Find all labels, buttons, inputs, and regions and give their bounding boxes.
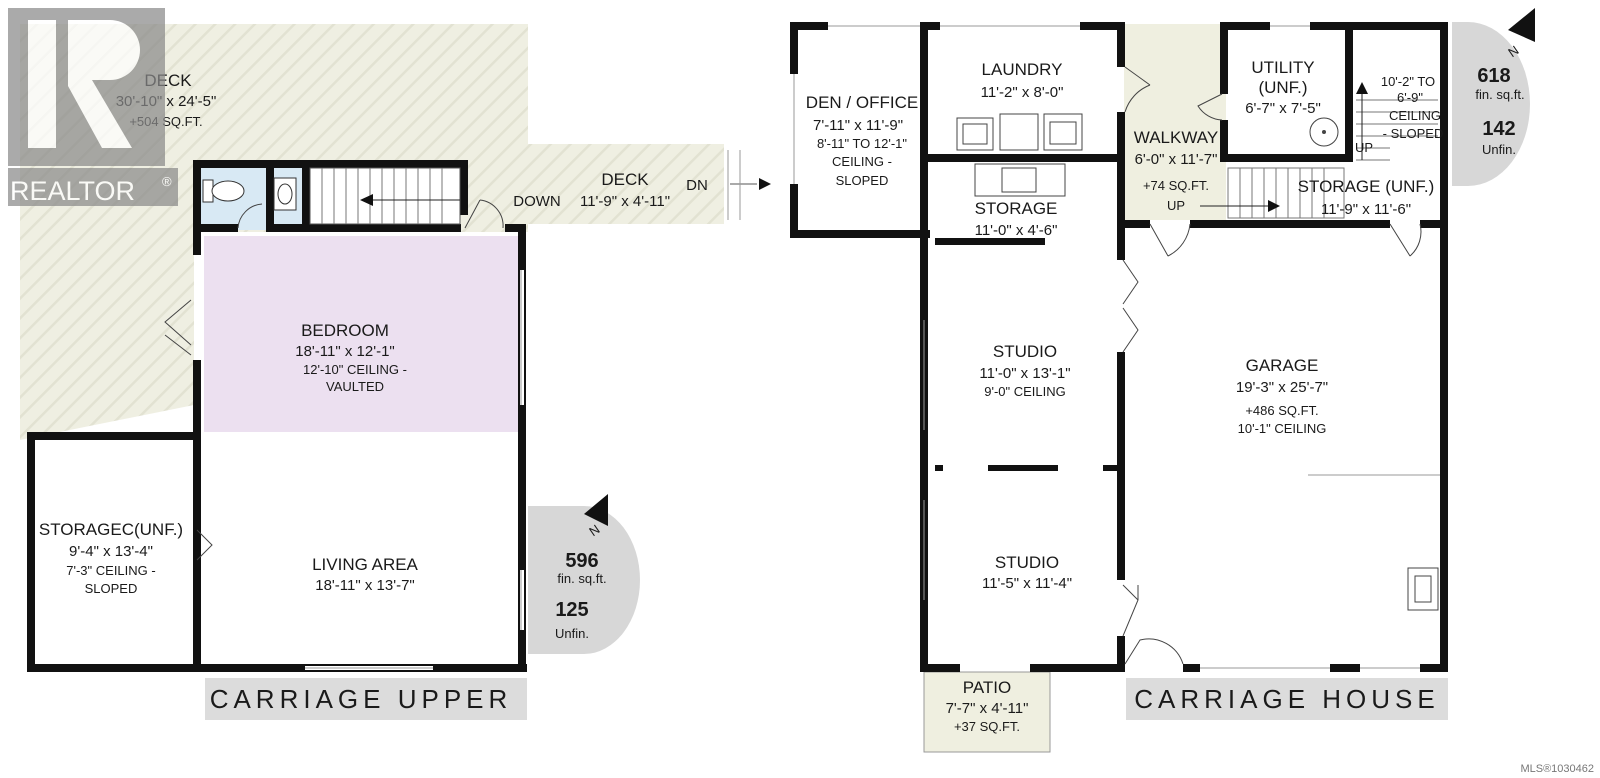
carriage-upper-plan: DECK 30'-10" x 24'-5" +504 SQ.FT. DECK 1… [20, 24, 771, 720]
carriage-house-banner [1126, 678, 1448, 720]
storage-upper-note-2: SLOPED [85, 581, 138, 596]
studio-2-dims: 11'-5" x 11'-4" [982, 575, 1072, 592]
garage-note-2: 10'-1" CEILING [1238, 421, 1327, 436]
walkway-name: WALKWAY [1134, 128, 1218, 147]
studio-1-dims: 11'-0" x 13'-1" [979, 365, 1070, 382]
storage-sink-icon [974, 163, 1066, 197]
house-doors [1122, 66, 1422, 665]
stair-note-2: 6'-9" [1397, 90, 1423, 105]
bedroom-note-2: VAULTED [326, 379, 384, 394]
laundry-appliances-icon [956, 113, 1083, 151]
deck-walk-dims: 11'-9" x 4'-11" [580, 193, 670, 210]
patio-note: +37 SQ.FT. [954, 719, 1020, 734]
mls-number: MLS®1030462 [1520, 763, 1594, 775]
den-dims: 7'-11" x 11'-9" [813, 117, 903, 134]
down-label: DOWN [513, 193, 561, 210]
laundry-dims: 11'-2" x 8'-0" [981, 84, 1064, 101]
upper-area-badge: N 596 fin. sq.ft. 125 Unfin. [528, 494, 640, 654]
walkway-dims: 6'-0" x 11'-7" [1135, 151, 1218, 168]
garage-dims: 19'-3" x 25'-7" [1236, 379, 1328, 396]
storage-unf-name: STORAGE (UNF.) [1298, 177, 1435, 196]
studio-1-name: STUDIO [993, 342, 1057, 361]
bedroom-area [204, 236, 519, 432]
storage-upper-name: STORAGEC(UNF.) [39, 520, 183, 539]
stair-up-arrow-2-icon [1356, 82, 1368, 94]
realtor-logo-text: REALTOR [10, 176, 135, 206]
dn-label: DN [686, 177, 708, 194]
studio-1-note: 9'-0" CEILING [984, 384, 1066, 399]
walkway-up: UP [1167, 198, 1185, 213]
house-stairs-lower [1200, 167, 1345, 219]
den-note-1: 8'-11" TO 12'-1" [817, 136, 907, 151]
compass-pointer-icon [1508, 8, 1535, 42]
bedroom-note-1: 12'-10" CEILING - [303, 362, 407, 377]
storage-upper-dims: 9'-4" x 13'-4" [69, 543, 153, 560]
utility-name-2: (UNF.) [1258, 78, 1307, 97]
patio-area [924, 672, 1050, 752]
house-unfinished-label: Unfin. [1482, 142, 1516, 157]
stair-up-label: UP [1355, 140, 1373, 155]
bedroom-name: BEDROOM [301, 321, 389, 340]
stair-note-1: 10'-2" TO [1381, 74, 1435, 89]
house-area-badge: N 618 fin. sq.ft. 142 Unfin. [1452, 8, 1535, 186]
patio-dims: 7'-7" x 4'-11" [946, 700, 1029, 717]
storage-door-icon [196, 529, 213, 561]
bath-door-icon [237, 203, 263, 229]
upper-walls [27, 160, 527, 672]
deck-walk-name: DECK [601, 170, 649, 189]
compass-pointer-icon [584, 494, 608, 526]
storage-upper-note-1: 7'-3" CEILING - [66, 563, 155, 578]
bedroom-dims: 18'-11" x 12'-1" [295, 343, 395, 360]
storage-small-dims: 11'-0" x 4'-6" [975, 222, 1058, 239]
studio-2-name: STUDIO [995, 553, 1059, 572]
upper-finished-sqft: 596 [565, 550, 598, 572]
upper-stairs [309, 167, 461, 225]
utility-name-1: UTILITY [1251, 58, 1314, 77]
garage-name: GARAGE [1246, 356, 1319, 375]
house-stairs-upper [1356, 92, 1438, 161]
deck-door-icon [464, 199, 504, 229]
house-windows [793, 25, 1440, 669]
realtor-logo: REALTOR ® [8, 8, 178, 206]
toilet-icon [202, 179, 245, 203]
carriage-upper-banner [205, 678, 527, 720]
stair-note-4: - SLOPED [1383, 126, 1444, 141]
living-area-name: LIVING AREA [312, 555, 418, 574]
utility-dims: 6'-7" x 7'-5" [1245, 100, 1321, 117]
upper-unfinished-label: Unfin. [555, 626, 589, 641]
walkway-area [1124, 24, 1226, 220]
house-finished-label: fin. sq.ft. [1475, 87, 1524, 102]
water-heater-icon [1309, 117, 1339, 147]
arrow-right-icon [759, 178, 771, 190]
walkway-note: +74 SQ.FT. [1143, 178, 1209, 193]
storage-small-name: STORAGE [975, 199, 1058, 218]
den-name: DEN / OFFICE [806, 93, 918, 112]
carriage-house-title: CARRIAGE HOUSE [1134, 684, 1440, 714]
sink-icon [273, 177, 297, 211]
laundry-name: LAUNDRY [982, 60, 1063, 79]
realtor-logo-mark: ® [162, 174, 172, 189]
stair-note-3: CEILING [1389, 108, 1441, 123]
upper-finished-label: fin. sq.ft. [557, 571, 606, 586]
patio-name: PATIO [963, 678, 1012, 697]
carriage-house-plan: DEN / OFFICE 7'-11" x 11'-9" 8'-11" TO 1… [790, 8, 1535, 753]
den-note-2: CEILING - [832, 154, 892, 169]
garage-unit-icon [1407, 567, 1439, 611]
bedroom-door-icon [164, 299, 192, 356]
garage-note-1: +486 SQ.FT. [1245, 403, 1318, 418]
stair-up-arrow-icon [1268, 200, 1280, 212]
living-area-dims: 18'-11" x 13'-7" [315, 577, 415, 594]
storage-unf-dims: 11'-9" x 11'-6" [1321, 201, 1411, 218]
house-finished-sqft: 618 [1477, 65, 1510, 87]
carriage-upper-title: CARRIAGE UPPER [210, 684, 513, 714]
house-unfinished-sqft: 142 [1482, 118, 1515, 140]
den-note-3: SLOPED [836, 173, 889, 188]
upper-unfinished-sqft: 125 [555, 599, 588, 621]
